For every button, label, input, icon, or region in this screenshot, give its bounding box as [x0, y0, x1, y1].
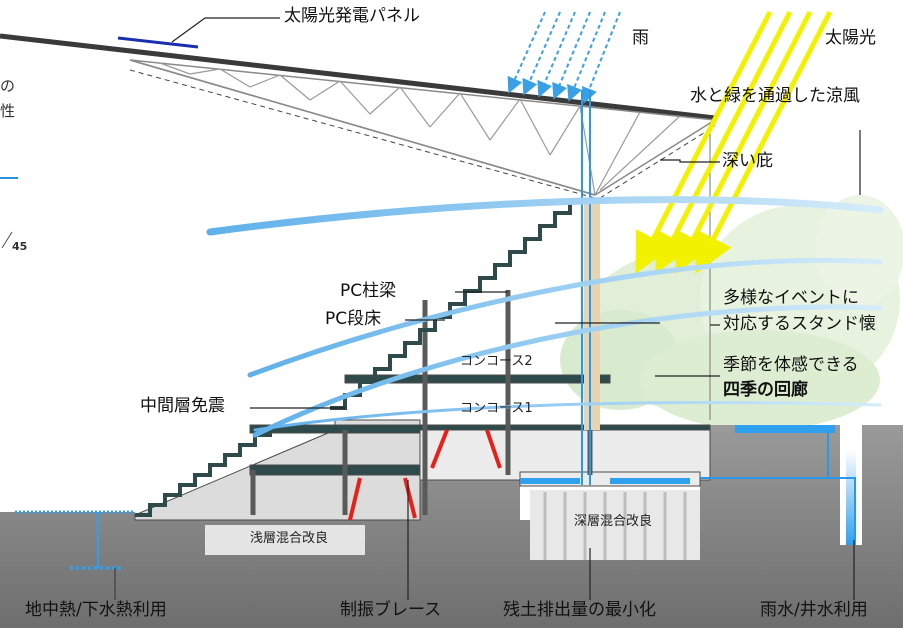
geothermal-pipe	[15, 510, 135, 600]
geothermal-label: 地中熱/下水熱利用	[25, 600, 167, 620]
shallow-improvement-label: 浅層混合改良	[250, 531, 329, 546]
season-label-1: 季節を体感できる	[723, 355, 859, 375]
edge-fragment-b: 性	[0, 102, 16, 120]
deep-improvement-label: 深層混合改良	[574, 514, 653, 529]
sunlight-arrow-icon	[635, 10, 833, 274]
ground	[0, 425, 903, 628]
deep-piles	[530, 490, 700, 560]
leader-lines	[171, 17, 861, 600]
page-number: 45	[12, 240, 28, 253]
vibration-brace-label: 制振ブレース	[340, 600, 442, 620]
diverse-events-label-2: 対応するスタンド懐	[723, 314, 876, 334]
sunlight-label: 太陽光	[825, 28, 876, 48]
season-label-2: 四季の回廊	[723, 380, 808, 400]
upper-stand-steps	[330, 198, 585, 410]
deep-eaves-label: 深い庇	[722, 151, 773, 171]
concourse2-label: コンコース2	[460, 354, 533, 369]
min-soil-label: 残土排出量の最小化	[503, 600, 656, 620]
stand-structure	[134, 374, 711, 521]
edge-fragment-a: の	[0, 77, 16, 95]
main-column	[584, 200, 600, 430]
concourse1-label: コンコース1	[460, 401, 533, 416]
rain-well-label: 雨水/井水利用	[760, 600, 868, 620]
solar-panel-label: 太陽光発電パネル	[284, 6, 420, 26]
mid-isolation-label: 中間層免震	[140, 396, 225, 416]
pc-column-beam-label: PC柱梁	[340, 281, 397, 301]
wind-arrow-icon	[206, 196, 884, 438]
pc-stepped-floor-label: PC段床	[325, 309, 382, 329]
page-edge	[0, 177, 18, 249]
vibration-braces	[348, 429, 502, 521]
cool-wind-label: 水と緑を通過した涼風	[690, 86, 860, 106]
rain-pipe	[581, 90, 856, 540]
rain-arrow-icon	[507, 11, 621, 104]
diverse-events-label-1: 多様なイベントに	[723, 288, 859, 308]
rain-label: 雨	[632, 28, 649, 48]
